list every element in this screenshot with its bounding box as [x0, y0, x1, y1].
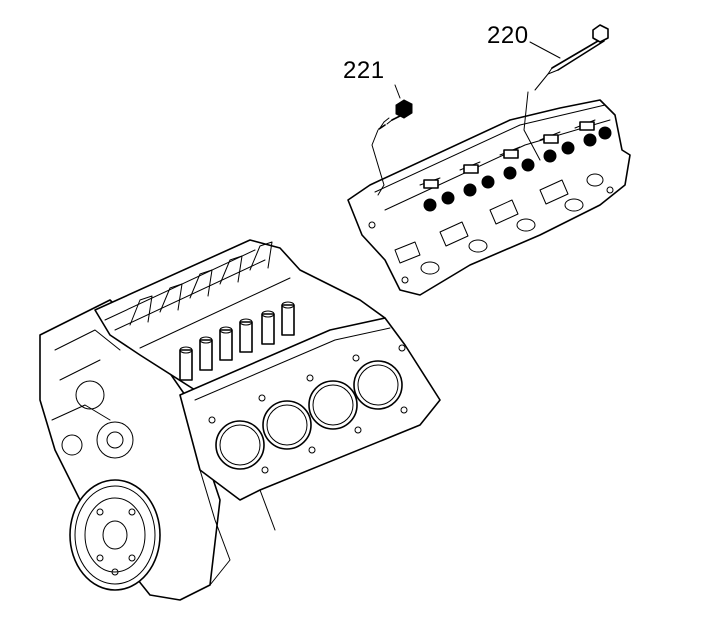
- engine-block: [39, 239, 441, 601]
- crankshaft-pulley: [69, 479, 161, 591]
- callout-220: 220: [487, 22, 529, 49]
- bolt-221: [371, 99, 413, 196]
- callout-221: 221: [343, 57, 385, 84]
- valve-train: [419, 119, 612, 212]
- bolt-220: [523, 24, 609, 161]
- cylinder-head: [347, 99, 631, 296]
- callout-leaders: [394, 41, 561, 99]
